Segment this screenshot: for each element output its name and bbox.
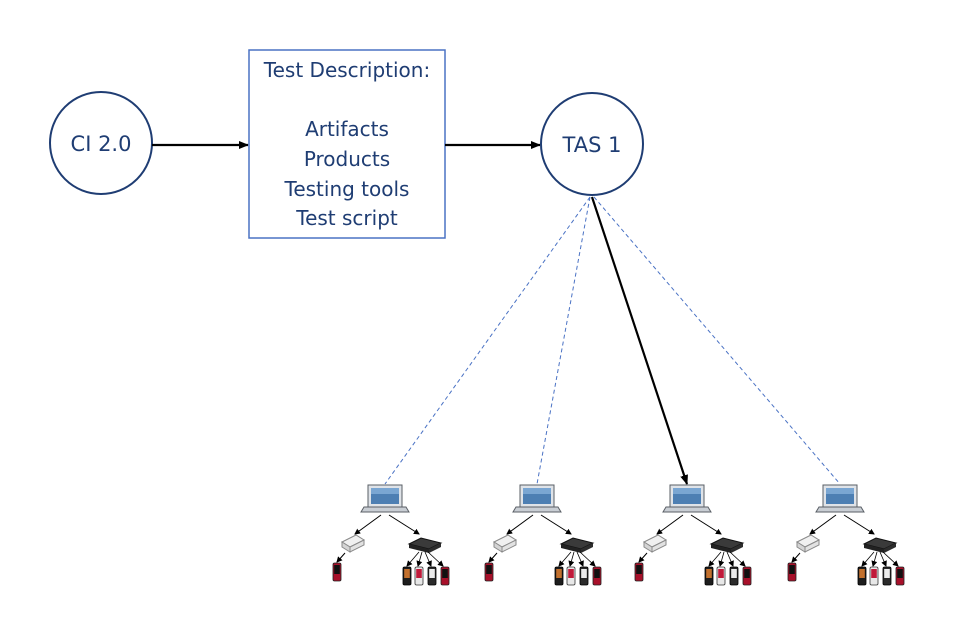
test-station-1 <box>332 484 450 586</box>
phone-icon <box>554 566 564 586</box>
tas-node: TAS 1 <box>540 92 644 196</box>
hub-icon <box>560 537 594 554</box>
description-item: Artifacts <box>305 117 389 141</box>
modem-icon <box>493 534 517 553</box>
description-item: Test script <box>295 206 398 230</box>
phone-icon <box>332 562 342 582</box>
tas-station-links <box>384 196 841 485</box>
test-description-box: Test Description: Artifacts Products Tes… <box>248 49 446 239</box>
laptop-icon <box>815 484 865 513</box>
hub-icon <box>863 537 897 554</box>
phone-icon <box>592 566 602 586</box>
phone-icon <box>882 566 892 586</box>
active-link-station-3 <box>590 196 689 485</box>
phone-icon <box>787 562 797 582</box>
laptop-icon <box>360 484 410 513</box>
modem-icon <box>796 534 820 553</box>
phone-icon <box>869 566 879 586</box>
dashed-link-station-4 <box>593 196 841 485</box>
phone-icon <box>857 566 867 586</box>
phone-icon <box>566 566 576 586</box>
phone-icon <box>704 566 714 586</box>
phone-icon <box>440 566 450 586</box>
phone-icon <box>402 566 412 586</box>
phone-icon <box>484 562 494 582</box>
ci-node-label: CI 2.0 <box>71 132 132 156</box>
test-description-title: Test Description: <box>263 58 430 82</box>
dashed-link-station-2 <box>536 196 591 485</box>
laptop-icon <box>512 484 562 513</box>
tas-node-label: TAS 1 <box>562 133 622 157</box>
test-station-4 <box>787 484 905 586</box>
ci-node: CI 2.0 <box>49 91 153 195</box>
phone-icon <box>634 562 644 582</box>
hub-icon <box>710 537 744 554</box>
phone-icon <box>729 566 739 586</box>
phone-icon <box>742 566 752 586</box>
modem-icon <box>341 534 365 553</box>
phone-icon <box>579 566 589 586</box>
modem-icon <box>643 534 667 553</box>
phone-icon <box>427 566 437 586</box>
test-station-2 <box>484 484 602 586</box>
phone-icon <box>895 566 905 586</box>
test-station-3 <box>634 484 752 586</box>
description-item: Products <box>304 147 390 171</box>
description-item: Testing tools <box>284 177 410 201</box>
laptop-icon <box>662 484 712 513</box>
phone-icon <box>716 566 726 586</box>
hub-icon <box>408 537 442 554</box>
phone-icon <box>414 566 424 586</box>
dashed-link-station-1 <box>384 196 591 485</box>
